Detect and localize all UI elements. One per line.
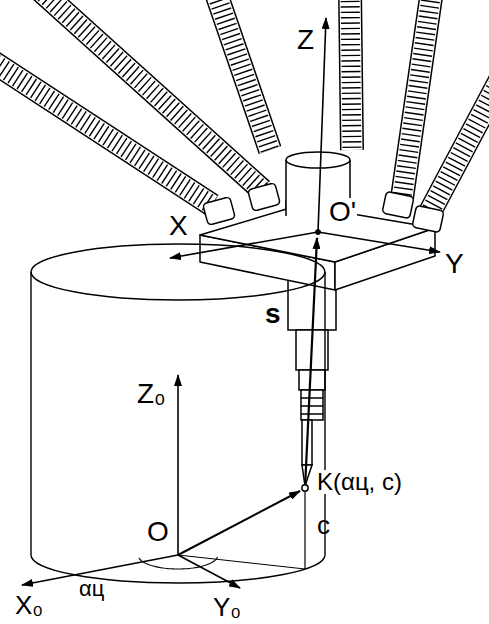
- joint-block: [203, 197, 236, 225]
- cylinder-top: [31, 244, 325, 300]
- cylinder: [31, 244, 325, 583]
- axis-label: X₀: [14, 592, 44, 618]
- tool-holder: [301, 390, 323, 420]
- body-top: [286, 152, 350, 168]
- hose-outline: [430, 80, 489, 212]
- cylinder-side: [31, 272, 325, 555]
- point-label: K(αц, c): [316, 470, 403, 494]
- hose-ridges: [350, 0, 352, 150]
- holder-ridge: [301, 413, 323, 415]
- base-frame: [22, 375, 308, 588]
- platform: [200, 183, 444, 290]
- hose-ridges: [40, 0, 262, 190]
- k-vector: [178, 491, 300, 555]
- hose-fill: [430, 80, 489, 212]
- hose-outline: [402, 0, 432, 198]
- tool-frame: [170, 18, 440, 488]
- hoses: [0, 0, 489, 212]
- holder-ridge: [301, 397, 323, 399]
- hose-fill: [215, 0, 270, 150]
- vector-label: s: [264, 300, 282, 328]
- axis-label: Z₀: [136, 380, 167, 408]
- holder-ridge: [301, 405, 323, 407]
- hose-fill: [402, 0, 432, 198]
- joint-block: [248, 183, 281, 211]
- hose-outline: [215, 0, 270, 150]
- hose-ridges: [215, 0, 270, 150]
- axis-label: Y₀: [212, 594, 242, 620]
- hose-outline: [0, 60, 212, 205]
- height-label: c: [316, 512, 331, 538]
- z0-axis: [177, 375, 179, 555]
- y-axis: [318, 232, 440, 252]
- origin-label: O': [328, 198, 357, 226]
- angle-label: αц: [78, 578, 105, 600]
- hose-fill: [350, 0, 352, 150]
- axis-label: Y: [444, 250, 465, 278]
- axis-label: X: [168, 212, 189, 240]
- hose-ridges: [0, 60, 212, 205]
- z-axis: [318, 18, 326, 232]
- spindle: [288, 280, 336, 486]
- joint-block: [412, 205, 444, 232]
- hose-fill: [0, 60, 212, 205]
- hose-ridges: [430, 80, 489, 212]
- joint-block: [382, 191, 414, 218]
- spindle-nut: [299, 370, 325, 390]
- s-vector: [305, 238, 317, 488]
- angle-arc: [139, 557, 218, 569]
- point-k: [302, 485, 308, 491]
- x-axis: [170, 232, 318, 258]
- axis-label: Z: [296, 26, 315, 54]
- hose-outline: [350, 0, 352, 150]
- y0-axis: [178, 555, 240, 588]
- origin-label: O: [146, 518, 170, 546]
- hose-ridges: [402, 0, 432, 198]
- height-line: [304, 492, 305, 569]
- origin-dot: [316, 230, 321, 235]
- cylinder-base: [31, 555, 325, 583]
